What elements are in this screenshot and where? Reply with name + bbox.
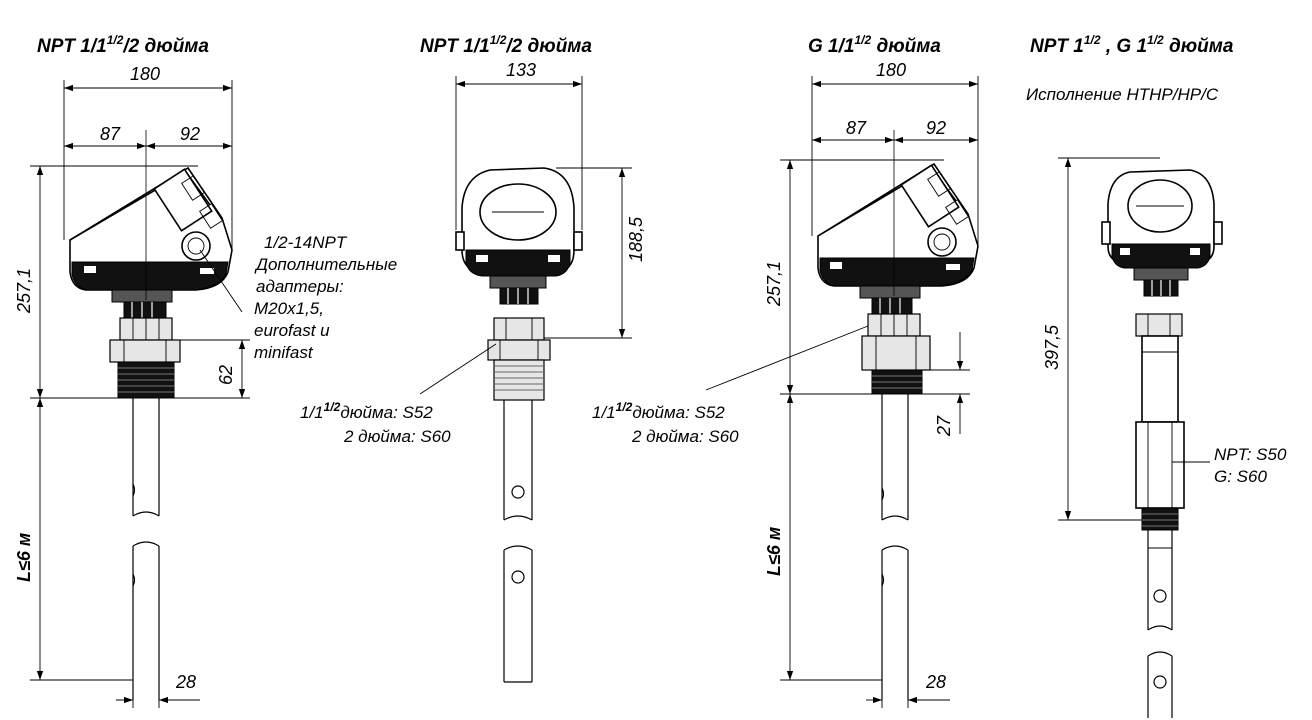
s60-note-a: 2 дюйма: S60 [343,427,451,446]
device-1-drawing [69,130,233,700]
s60-note-b: 2 дюйма: S60 [631,427,739,446]
dim-180-left: 180 [130,64,160,84]
device-2-drawing [455,167,583,683]
dim-92-left: 92 [180,124,200,144]
adapter-note: 1/2-14NPT Дополнительные адаптеры: M20x1… [254,233,402,362]
s52-note-b: 1/11/2дюйма: S52 [592,400,725,422]
title-variant-4: NPT 11/2 , G 11/2 дюйма [1030,33,1234,57]
device-3-drawing [817,130,979,700]
title-variant-2: NPT 1/11/2/2 дюйма [420,33,592,57]
device-3-dimensions: 180 87 257,1 27 L≤6 м 28 [764,60,979,708]
device-4-dimensions: 397,5 [1042,157,1160,521]
npt-s50-note: NPT: S50 [1214,445,1287,464]
dim-133: 133 [506,60,536,80]
variant-label: Исполнение HTHP/HP/C [1026,85,1219,104]
dim-28-right: 28 [925,672,946,692]
s52-note-a: 1/11/2дюйма: S52 [300,400,433,422]
dim-28-left: 28 [175,672,196,692]
dim-87-left: 87 [100,124,121,144]
dim-L-left: L≤6 м [14,533,34,582]
g-s60-note: G: S60 [1214,467,1267,486]
title-variant-1: NPT 1/11/2/2 дюйма [37,33,209,57]
dim-L-right: L≤6 м [764,527,784,576]
dim-397: 397,5 [1042,324,1062,370]
dim-27: 27 [934,415,954,437]
device-2-dimensions: 133 188,5 [455,60,646,339]
dim-62: 62 [216,365,236,385]
dim-92-right: 92 [926,118,946,138]
device-4-drawing [1101,169,1223,718]
dim-257-right: 257,1 [764,261,784,307]
title-variant-3: G 1/11/2 дюйма [808,33,941,57]
dim-87-right: 87 [846,118,867,138]
dim-180-right: 180 [876,60,906,80]
dim-257-left: 257,1 [14,268,34,314]
device-1-dimensions: 180 87 92 257,1 62 L≤6 м 28 [14,64,250,708]
dim-188: 188,5 [626,216,646,262]
